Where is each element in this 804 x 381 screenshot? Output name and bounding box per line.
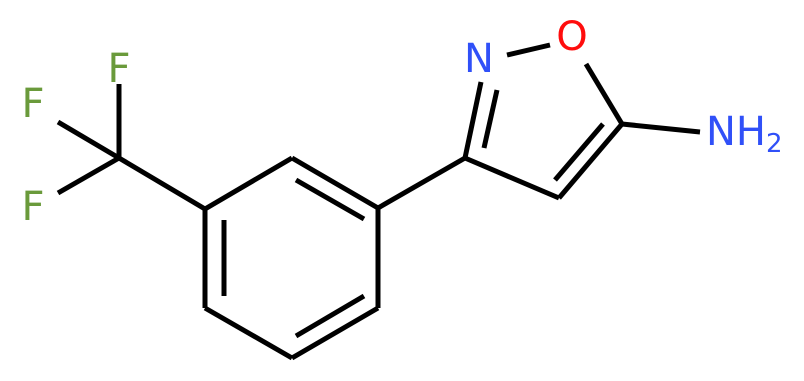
bond-ring-c4-c5 <box>290 305 380 361</box>
atom-labels: F F F N O NH2 <box>21 14 782 230</box>
atom-nh2: NH2 <box>706 109 783 159</box>
bond-c3-n-double-a <box>462 81 484 159</box>
bond-ring-c5-c6 <box>203 305 294 361</box>
atom-nh2-subscript: 2 <box>766 129 783 159</box>
bonds <box>56 42 701 361</box>
bond-c-f-bottom <box>56 155 121 196</box>
bond-o-c5 <box>583 62 625 126</box>
atom-nh2-main: NH <box>706 109 766 155</box>
atom-n-ring: N <box>464 36 494 82</box>
bond-c5-c4-a <box>557 122 624 200</box>
atom-f-top: F <box>107 46 130 92</box>
atom-o-ring: O <box>556 14 587 60</box>
bond-ring-inner-1 <box>294 177 366 222</box>
atom-f-left: F <box>21 81 44 127</box>
bond-ring-c2-c3 <box>290 155 380 211</box>
bond-ring-isoxazole <box>376 155 467 211</box>
bond-c5-nh2 <box>621 121 701 135</box>
bond-ring-c1-c2 <box>203 155 294 212</box>
bond-c-f-left <box>56 119 121 161</box>
bond-c3-n-double-b <box>481 89 500 149</box>
atom-f-bottom: F <box>21 184 44 230</box>
bond-c4-c3 <box>464 155 560 201</box>
bond-c5-c4-b <box>553 122 605 182</box>
bond-n-o <box>506 42 551 58</box>
bond-ring-cf3 <box>117 155 207 212</box>
bond-ring-inner-2 <box>294 293 366 339</box>
